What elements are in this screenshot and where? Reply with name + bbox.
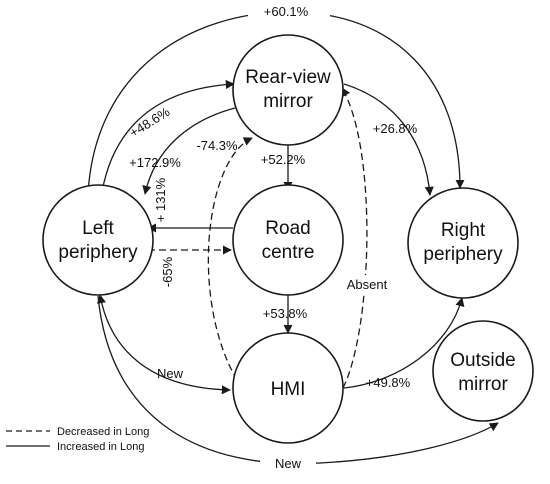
edge-rear-to-right	[343, 83, 434, 196]
node-left-periphery	[42, 184, 154, 296]
node-right-periphery	[407, 187, 519, 299]
legend-increased-label: Increased in Long	[57, 441, 144, 453]
edge-left-to-rear	[101, 79, 235, 193]
road-centre-label-line2: centre	[262, 242, 315, 263]
road-centre-label-line1: Road	[265, 218, 310, 239]
edge-label-left-to-outside: New	[275, 456, 302, 471]
edge-label-hmi-to-rear: -74.3%	[196, 138, 238, 153]
edge-label-left-to-rear: +48.6%	[127, 104, 173, 141]
right-periphery-label-line2: periphery	[423, 244, 503, 265]
left-periphery-label-line2: periphery	[58, 242, 138, 263]
outside-mirror-label-line1: Outside	[450, 350, 515, 371]
node-road-centre	[232, 184, 344, 296]
edge-label-rear-to-right: +26.8%	[373, 121, 418, 136]
node-hmi	[232, 332, 344, 444]
legend: Decreased in Long Increased in Long	[6, 426, 149, 453]
right-periphery-label-line1: Right	[441, 220, 486, 241]
outside-mirror-label-line2: mirror	[458, 374, 508, 395]
edge-hmi-to-right	[343, 297, 465, 389]
left-periphery-label-line1: Left	[82, 218, 114, 239]
rear-view-mirror-label-line1: Rear-view	[245, 67, 331, 88]
edge-hmi-to-rear-left	[207, 137, 253, 381]
edge-label-hmi-to-rear-right: Absent	[347, 277, 388, 292]
node-outside-mirror	[432, 320, 534, 422]
rear-view-mirror-label-line2: mirror	[263, 91, 313, 112]
edge-label-rear-to-road: +52.2%	[261, 152, 306, 167]
edge-left-to-hmi	[96, 294, 231, 395]
edge-rear-to-left	[142, 107, 236, 195]
edge-label-rear-to-left: +172.9%	[129, 155, 181, 170]
edge-label-left-to-hmi: New	[157, 366, 184, 381]
edge-label-road-to-hmi: +53.8%	[263, 306, 308, 321]
edge-label-left-to-road: -65%	[160, 256, 175, 287]
node-rear-view-mirror	[232, 34, 344, 146]
edge-label-left-to-right-top: +60.1%	[264, 4, 309, 19]
hmi-label: HMI	[271, 379, 306, 400]
edge-label-road-to-left: + 131%	[153, 177, 168, 222]
edge-label-hmi-to-right: +49.8%	[366, 375, 411, 390]
edge-hmi-to-rear-right	[341, 87, 368, 389]
legend-decreased-label: Decreased in Long	[57, 426, 149, 438]
